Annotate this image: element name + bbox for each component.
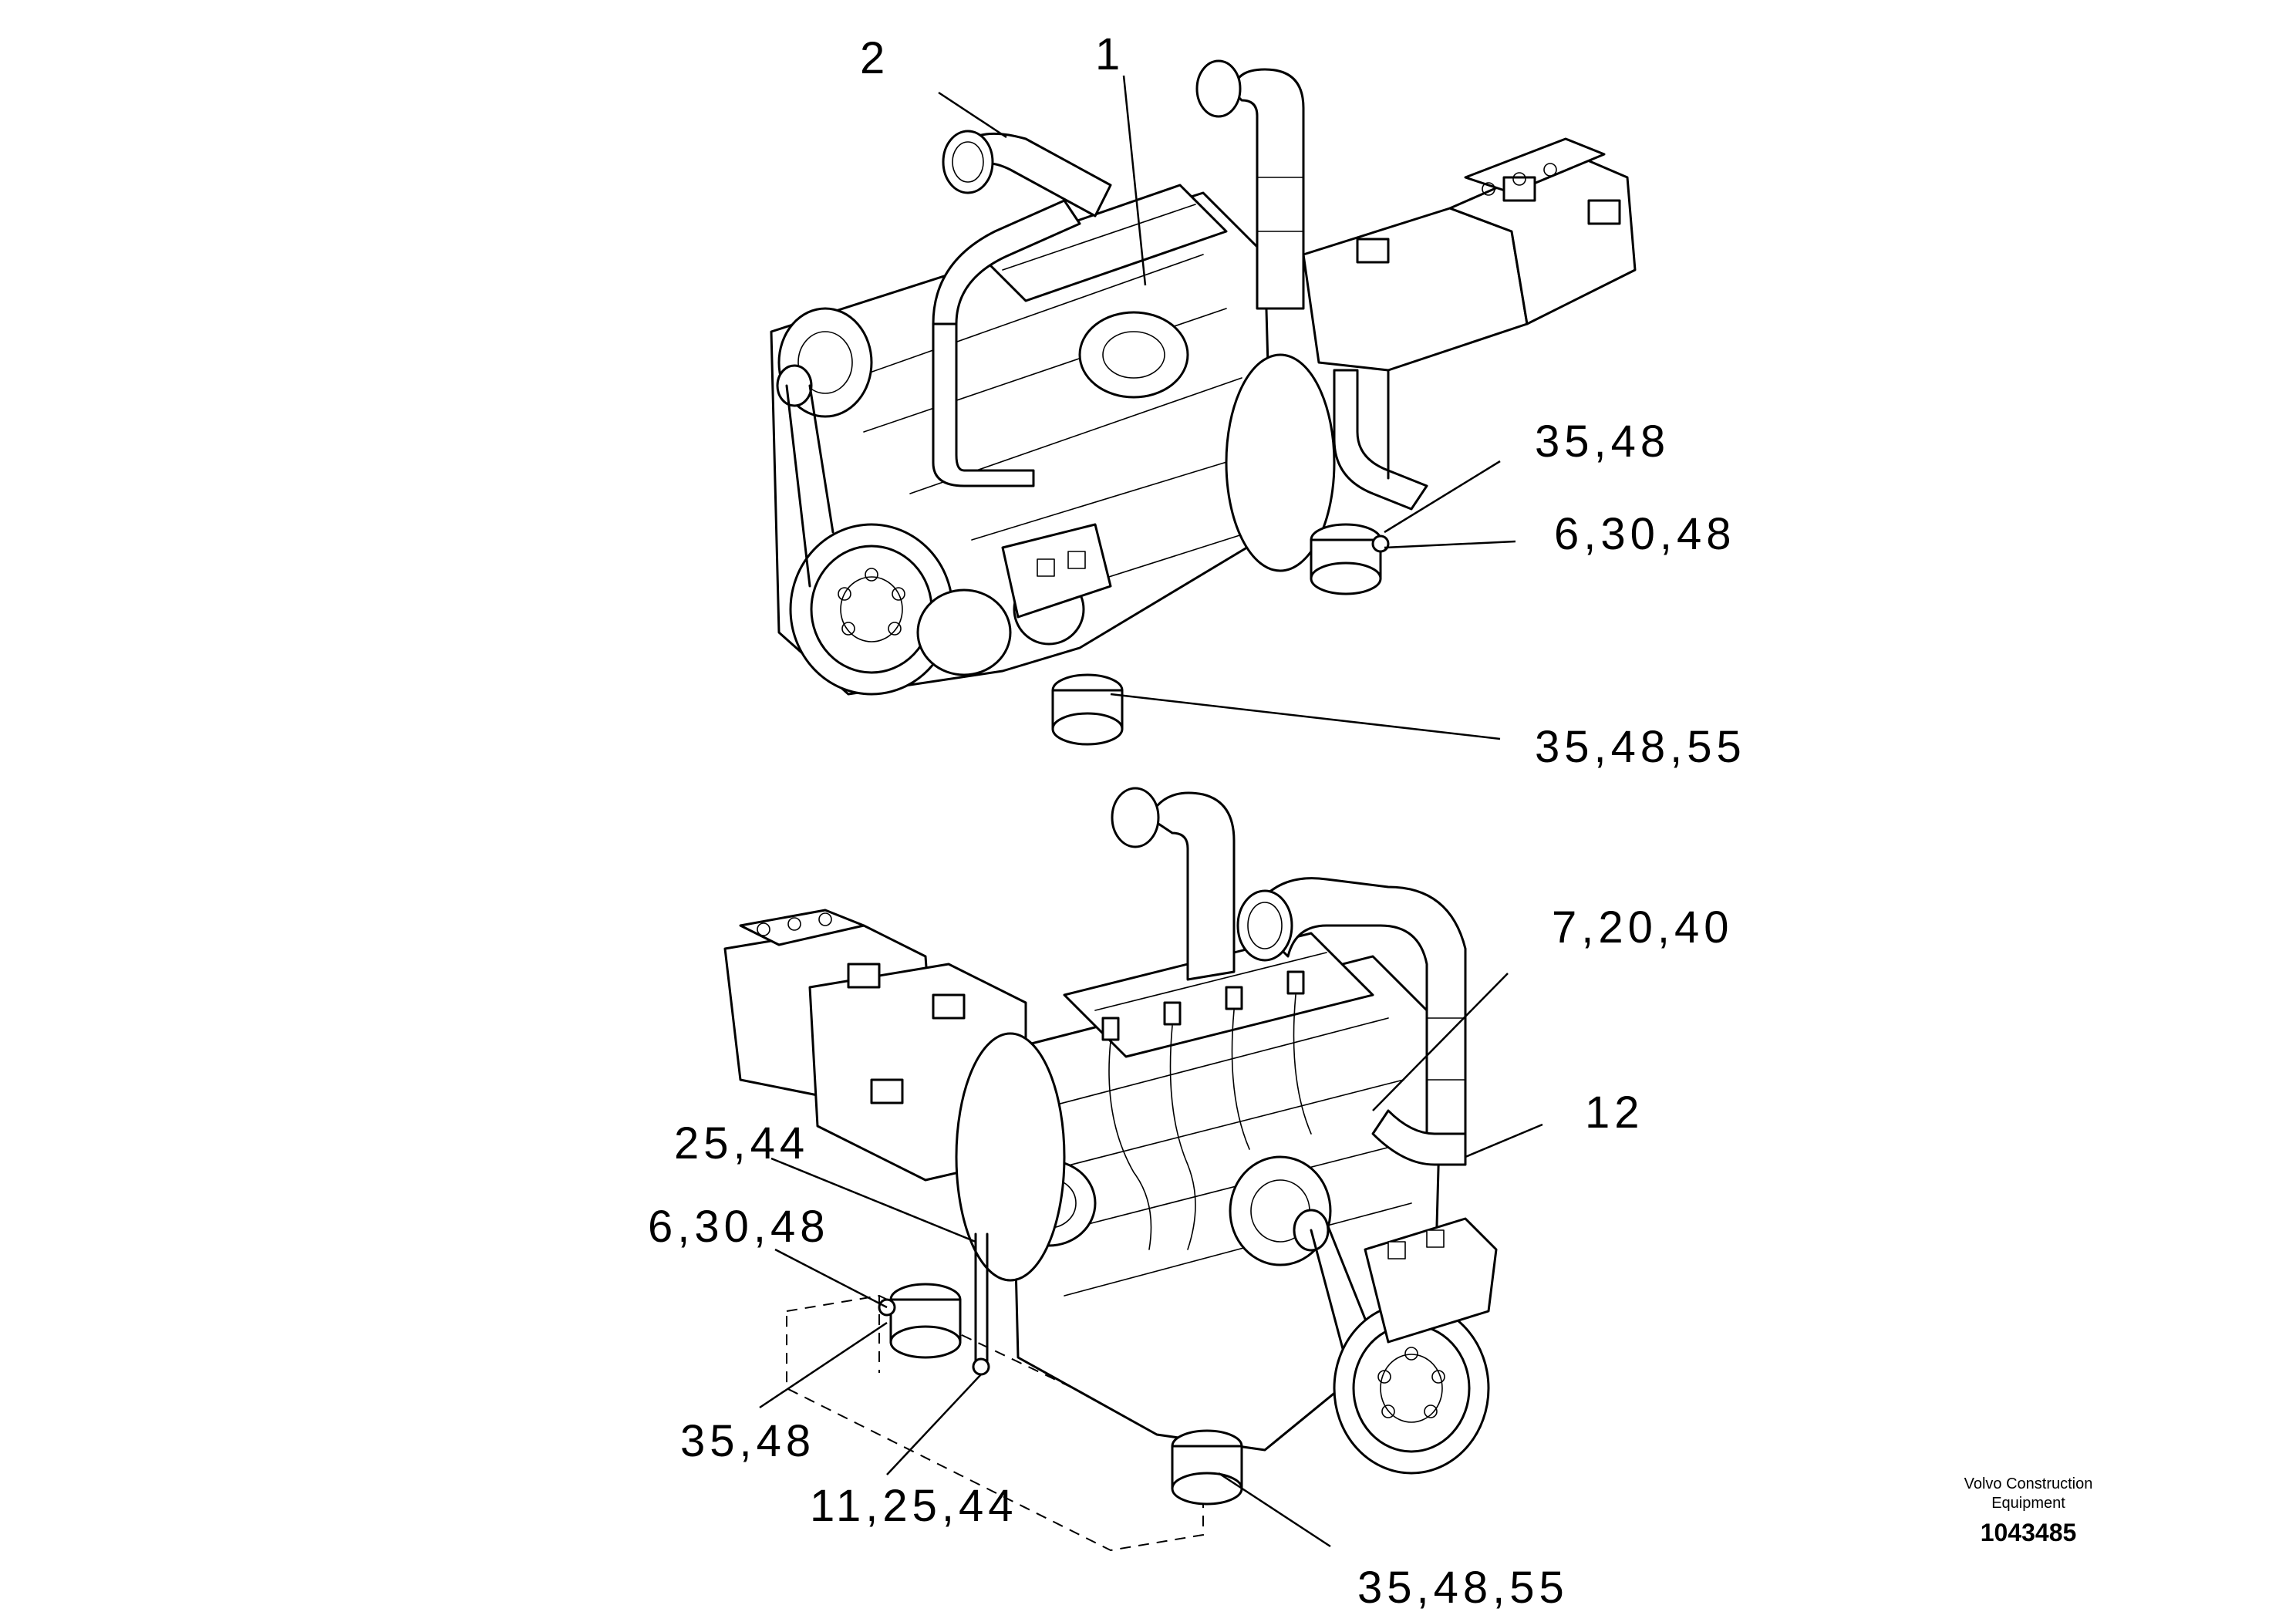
callout-1: 1	[1095, 29, 1124, 79]
brand-line-2: Equipment	[1991, 1495, 2065, 1512]
engine-mount-bottom-front	[1171, 1429, 1243, 1506]
callout-35-48-top: 35,48	[1535, 416, 1670, 467]
callout-11-25-44: 11,25,44	[810, 1481, 1017, 1531]
callout-7-20-40: 7,20,40	[1552, 902, 1734, 953]
callout-35-48-55-top: 35,48,55	[1535, 722, 1746, 772]
callout-35-48-55-bottom: 35,48,55	[1357, 1563, 1569, 1613]
engine-mount-left	[878, 1283, 962, 1359]
brand-line-1: Volvo Construction	[1964, 1475, 2093, 1492]
document-number: 1043485	[1981, 1519, 2077, 1546]
engine-mount-front	[1051, 673, 1124, 746]
callout-12: 12	[1585, 1088, 1644, 1138]
callout-6-30-48-bottom: 6,30,48	[648, 1202, 830, 1252]
engine-view-top	[770, 59, 1637, 746]
engine-mount-right	[1310, 523, 1390, 595]
callout-35-48-bottom: 35,48	[680, 1416, 815, 1466]
callout-6-30-48-top: 6,30,48	[1554, 509, 1736, 559]
engine-view-bottom	[723, 787, 1498, 1552]
callout-25-44: 25,44	[674, 1118, 809, 1168]
callout-2: 2	[860, 33, 889, 83]
